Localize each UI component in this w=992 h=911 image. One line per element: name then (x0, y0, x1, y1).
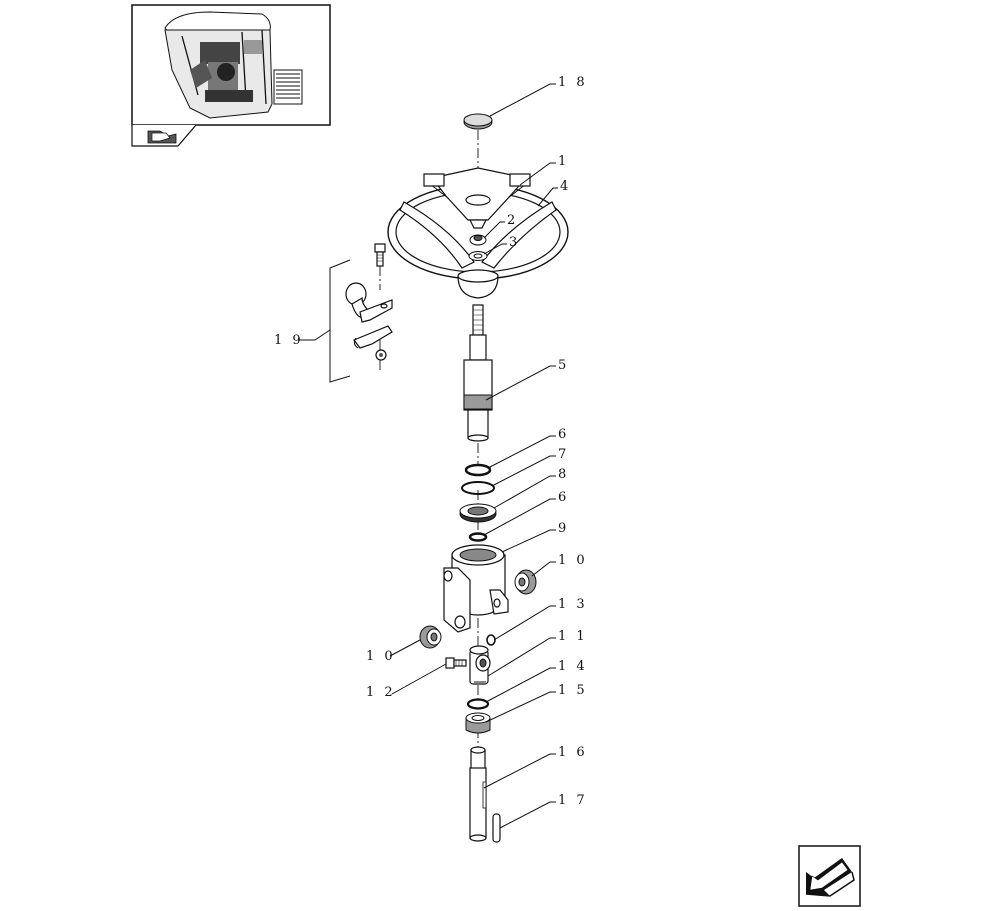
part-10-bushing-right (514, 569, 537, 595)
callout-5: 5 (558, 358, 569, 373)
part-2-nut (469, 234, 487, 246)
callout-17: 1 7 (558, 793, 588, 808)
part-6-circlip-lower (468, 532, 488, 542)
callout-10-right: 1 0 (558, 553, 588, 568)
callout-3: 3 (509, 235, 520, 250)
callout-10-left: 1 0 (366, 649, 396, 664)
part-8-bearing (459, 503, 497, 523)
callout-19: 1 9 (274, 333, 304, 348)
part-10-bushing-left (419, 625, 442, 649)
part-12-bolt (445, 657, 467, 669)
callout-18: 1 8 (558, 75, 588, 90)
part-4-steering-wheel (387, 183, 569, 299)
part-15-coupling-nut (465, 712, 491, 734)
part-17-key (492, 813, 501, 843)
callout-1: 1 (558, 154, 569, 169)
callout-12: 1 2 (366, 685, 396, 700)
book-arrow-icon[interactable] (131, 124, 197, 147)
callout-6-upper: 6 (558, 427, 569, 442)
part-14-ring (466, 698, 490, 710)
part-16-lower-shaft (469, 746, 487, 842)
part-3-washer (468, 251, 488, 261)
part-13-small-ring (486, 634, 496, 646)
callout-15: 1 5 (558, 683, 588, 698)
callout-11: 1 1 (558, 629, 588, 644)
part-5-steering-shaft (463, 304, 493, 442)
callout-labels: 1 8 1 4 2 3 1 9 5 6 7 8 6 9 1 0 1 3 1 1 … (274, 75, 588, 808)
callout-14: 1 4 (558, 659, 588, 674)
callout-4: 4 (560, 179, 571, 194)
tractor-cab-thumbnail-icon[interactable] (131, 4, 331, 126)
back-arrow-icon[interactable] (798, 845, 861, 907)
callout-2: 2 (507, 213, 518, 228)
part-19-clamp-assembly (329, 243, 393, 383)
callout-7: 7 (558, 447, 569, 462)
part-11-universal-joint (469, 645, 491, 685)
part-18-cap (463, 113, 493, 130)
part-9-column-housing (443, 544, 509, 633)
callout-13: 1 3 (558, 597, 588, 612)
callout-9: 9 (558, 521, 569, 536)
callout-16: 1 6 (558, 745, 588, 760)
callout-8: 8 (558, 467, 569, 482)
part-6-circlip-upper (464, 463, 492, 477)
part-7-ring (461, 481, 495, 495)
callout-6-lower: 6 (558, 490, 569, 505)
leader-lines (298, 83, 558, 829)
part-1-hub-cover (423, 167, 531, 229)
